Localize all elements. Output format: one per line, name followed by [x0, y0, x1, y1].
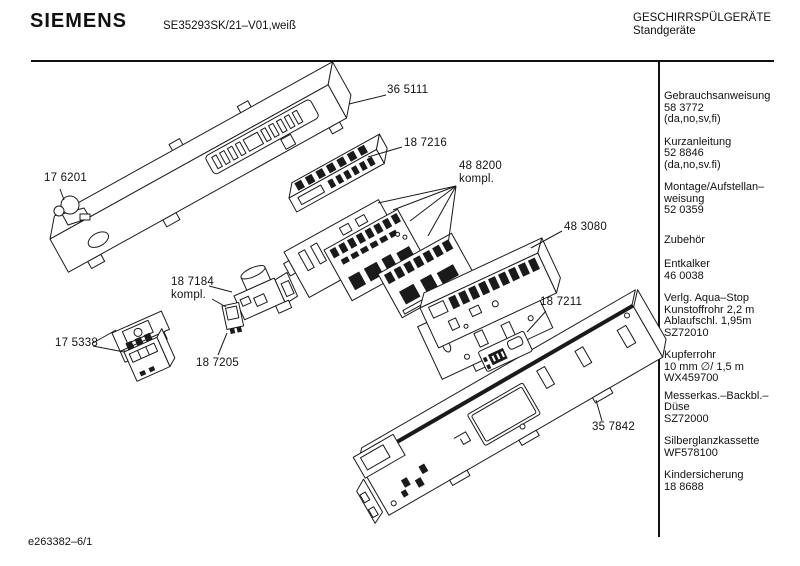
parts-list-line: 58 3772 — [664, 101, 704, 114]
sidebar-divider — [658, 61, 660, 537]
parts-list-line: WX459700 — [664, 372, 719, 384]
part-label-187205: 18 7205 — [196, 357, 239, 369]
parts-list-line: 18 8688 — [664, 480, 704, 493]
part-label-187184: 18 7184 kompl. — [171, 276, 214, 301]
part-label-187211: 18 7211 — [540, 296, 583, 308]
parts-list-line: Verlg. Aqua–Stop — [664, 292, 750, 304]
part-knob — [53, 195, 91, 226]
parts-list-line: Kunstoffrohr 2,2 m — [664, 303, 755, 316]
parts-list-line: (da,no,sv.fi) — [664, 158, 721, 171]
model-number: SE35293SK/21–V01,weiß — [163, 20, 296, 32]
brand-logo: SIEMENS — [30, 10, 128, 32]
part-label-365111: 36 5111 — [387, 84, 429, 96]
parts-list-line: weisung — [664, 192, 705, 205]
part-display-pcb — [323, 208, 427, 302]
parts-list-line: Ablaufschl. 1,95m — [664, 315, 752, 327]
parts-list-line: Kupferrohr — [664, 349, 716, 361]
part-label-175338: 17 5338 — [55, 337, 98, 349]
part-microswitch — [221, 301, 245, 334]
parts-list-line: Zubehör — [664, 233, 705, 246]
part-label-176201: 17 6201 — [44, 172, 87, 184]
parts-list-line: 10 mm ∅/ 1,5 m — [664, 360, 744, 373]
parts-list-line: Silberglanzkassette — [664, 435, 760, 447]
parts-list-line: SZ72010 — [664, 326, 709, 339]
parts-list-line: Montage/Aufstellan– — [664, 181, 765, 193]
part-button-strip — [288, 133, 388, 213]
document-number: e263382–6/1 — [28, 536, 93, 548]
leader-lines — [59, 94, 603, 422]
parts-list-line: Düse — [664, 401, 690, 413]
part-main-switch — [123, 328, 176, 382]
part-control-module — [478, 331, 533, 372]
parts-list-line: 52 0359 — [664, 204, 704, 216]
parts-list-line: Entkalker — [664, 258, 710, 270]
part-label-483080: 48 3080 — [564, 221, 607, 233]
parts-list-line: Messerkas.–Backbl.– — [664, 389, 769, 402]
parts-list-line: (da,no,sv,fi) — [664, 113, 721, 125]
parts-list-line: 52 8846 — [664, 147, 704, 159]
part-fascia-panel — [49, 61, 352, 273]
part-switch-assembly — [233, 265, 299, 321]
parts-list-group: Zubehör — [664, 233, 796, 247]
parts-list-line: SZ72000 — [664, 412, 709, 425]
parts-list-line: Kurzanleitung — [664, 135, 732, 148]
part-label-187216: 18 7216 — [404, 137, 447, 149]
parts-list-line: WF578100 — [664, 446, 718, 459]
part-label-488200: 48 8200 kompl. — [459, 160, 502, 185]
parts-list-line: Gebrauchsanweisung — [664, 90, 771, 102]
product-category: GESCHIRRSPÜLGERÄTE Standgeräte — [633, 12, 772, 37]
part-back-panel — [352, 289, 667, 524]
part-label-357842: 35 7842 — [592, 421, 635, 433]
part-switch-panel — [417, 237, 561, 380]
header-divider — [31, 60, 774, 62]
parts-list-line: Kindersicherung — [664, 469, 744, 481]
parts-list-line: 46 0038 — [664, 269, 704, 282]
